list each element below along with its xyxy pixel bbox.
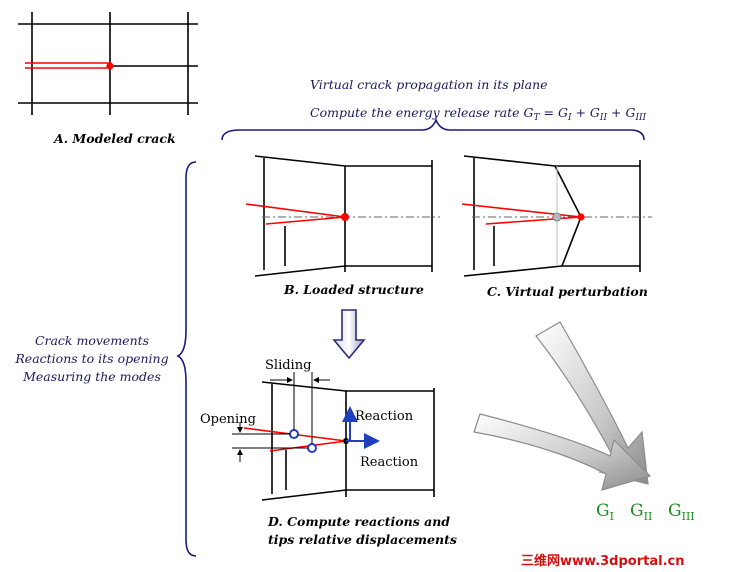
- mode-g-i: GI: [596, 501, 614, 523]
- panel-b-crack-tip: [341, 213, 349, 221]
- watermark: 三维网www.3dportal.cn: [521, 553, 684, 569]
- panel-d-caption-line2: tips relative displacements: [268, 532, 457, 547]
- mode-g-ii: GII: [630, 501, 652, 523]
- left-brace: [176, 161, 197, 557]
- opening-dimension: [232, 422, 308, 462]
- mode-g-iii: GIII: [668, 501, 695, 523]
- left-note-line2: Reactions to its opening: [14, 351, 168, 366]
- panel-a-caption: A. Modeled crack: [53, 131, 176, 146]
- top-brace: [221, 117, 645, 141]
- energy-modes: GI GII GIII: [596, 501, 695, 523]
- opening-label: Opening: [200, 412, 256, 427]
- big-arrow-from-c: [535, 321, 649, 485]
- panel-c-old-tip: [552, 212, 562, 222]
- sliding-label: Sliding: [265, 358, 311, 373]
- panel-c-caption: C. Virtual perturbation: [487, 284, 648, 299]
- panel-d-caption-line1: D. Compute reactions and: [267, 514, 450, 529]
- panel-a-crack: [25, 62, 114, 70]
- panel-a-grid: [18, 12, 198, 115]
- panel-b-crack: [245, 203, 346, 225]
- panel-c-crack: [461, 203, 582, 225]
- left-note-line1: Crack movements: [35, 333, 149, 348]
- panel-c-structure: [463, 155, 641, 277]
- top-note-line1: Virtual crack propagation in its plane: [310, 77, 548, 92]
- panel-b-structure: [254, 155, 433, 277]
- panel-b-caption: B. Loaded structure: [283, 282, 424, 297]
- sliding-dimension: [270, 372, 330, 444]
- top-note-line2: Compute the energy release rate GT = GI …: [310, 105, 647, 123]
- down-arrow: [332, 309, 366, 360]
- big-arrow-from-d: [473, 413, 652, 491]
- panel-d-node-upper: [289, 429, 299, 439]
- panel-d-node-lower: [307, 443, 317, 453]
- reaction-label-up: Reaction: [355, 409, 414, 424]
- reaction-label-right: Reaction: [360, 455, 419, 470]
- left-note-line3: Measuring the modes: [22, 369, 161, 384]
- panel-c-new-tip: [577, 213, 585, 221]
